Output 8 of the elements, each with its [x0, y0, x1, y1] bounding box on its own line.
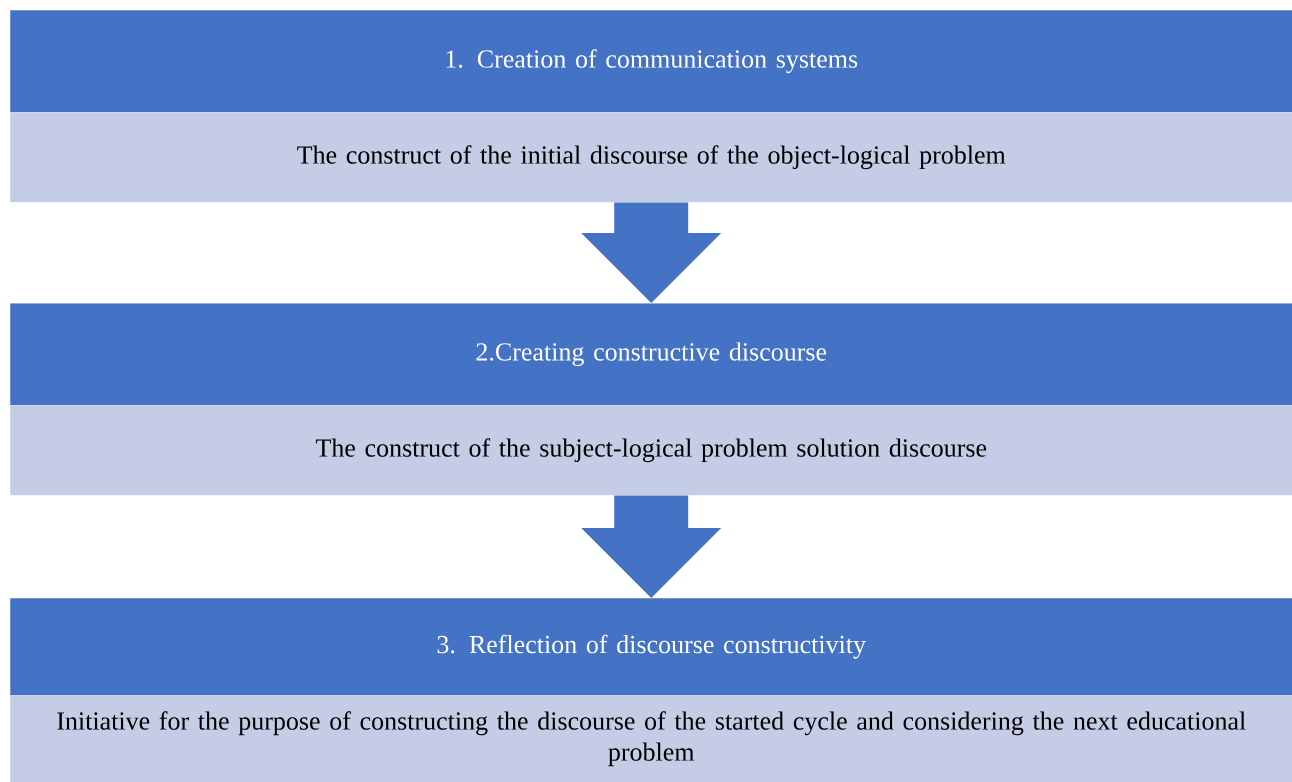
header-band: 3. Reflection of discourse constructivity: [10, 598, 1292, 696]
text-band: The construct of the subject-logical problem solution discourse: [10, 405, 1292, 496]
text-band: Initiative for the purpose of constructing the discourse of the started cycle and considering the next educational problem: [10, 695, 1292, 782]
text-band: The construct of the initial discourse of the object-logical problem: [10, 112, 1292, 203]
header-band: 1. Creation of communication systems: [10, 10, 1292, 113]
header-band: 2.Creating constructive discourse: [10, 303, 1292, 406]
block-arrow: [581, 495, 722, 598]
block-arrow: [581, 202, 722, 303]
